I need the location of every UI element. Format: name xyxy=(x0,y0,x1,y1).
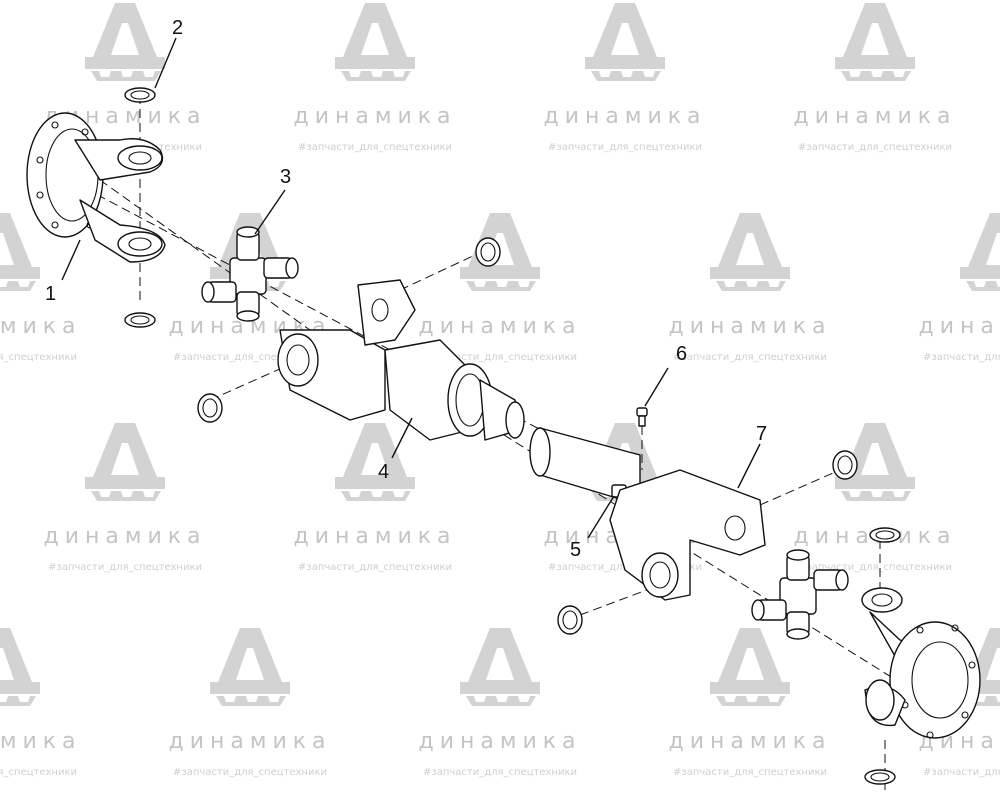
watermark-brand: динамика xyxy=(0,314,82,339)
watermark-tile: динамика #запчасти_для_спецтехники xyxy=(43,423,206,573)
flange-yoke-left xyxy=(26,112,166,263)
brand-logo-gear-icon xyxy=(466,281,536,291)
snap-ring-top xyxy=(124,87,156,103)
callout-7: 7 xyxy=(756,423,767,445)
watermark-tagline: #запчасти_для_спецтехники xyxy=(48,562,202,573)
watermark-tile: динамика #запчасти_для_спецтехники xyxy=(418,628,581,778)
brand-logo-gear-icon xyxy=(341,491,411,501)
callout-layer: 1 2 3 4 5 6 7 xyxy=(45,17,767,561)
watermark-tile: динамика #запчасти_для_спецтехники xyxy=(293,423,456,573)
watermark-tagline: #запчасти_для_спецтехники xyxy=(798,142,952,153)
watermark-tagline: #запчасти_для_спецтехники xyxy=(423,767,577,778)
watermark-tagline: #запчасти_для_спецтехники xyxy=(0,352,77,363)
watermark-brand: динамика xyxy=(168,729,331,754)
watermark-tile: динамика #запчасти_для_спецтехники xyxy=(543,3,706,153)
watermark-brand: динамика xyxy=(668,729,831,754)
snap-ring-right-upper xyxy=(832,450,858,480)
snap-ring-bottom xyxy=(124,312,156,328)
watermark-tile: динамика #запчасти_для_спецтехники xyxy=(418,213,581,363)
callout-3: 3 xyxy=(280,166,291,188)
watermark-tile: динамика #запчасти_для_спецтехники xyxy=(668,628,831,778)
brand-logo-gear-icon xyxy=(591,71,661,81)
callout-1: 1 xyxy=(45,283,56,305)
flange-yoke-right xyxy=(861,587,981,739)
brand-logo-icon xyxy=(335,423,415,489)
watermark-tagline: #запчасти_для_спецтехники xyxy=(0,767,77,778)
universal-joint-cross-right xyxy=(751,549,849,640)
callout-6: 6 xyxy=(676,343,687,365)
watermark-tile: динамика #запчасти_для_спецтехники xyxy=(293,3,456,153)
brand-logo-icon xyxy=(0,628,40,694)
callout-2: 2 xyxy=(172,17,183,39)
watermark-brand: динамика xyxy=(918,314,1000,339)
brand-logo-gear-icon xyxy=(91,71,161,81)
watermark-tile: динамика #запчасти_для_спецтехники xyxy=(168,628,331,778)
snap-ring-right-top xyxy=(869,527,901,543)
watermark-tagline: #запчасти_для_спецтехники xyxy=(923,767,1000,778)
brand-logo-icon xyxy=(460,213,540,279)
brand-logo-gear-icon xyxy=(841,71,911,81)
watermark-tagline: #запчасти_для_спецтехники xyxy=(298,142,452,153)
brand-logo-icon xyxy=(335,3,415,69)
brand-logo-icon xyxy=(710,628,790,694)
brand-logo-icon xyxy=(585,3,665,69)
watermark-tagline: #запчасти_для_спецтехники xyxy=(673,352,827,363)
brand-logo-gear-icon xyxy=(966,281,1000,291)
brand-logo-gear-icon xyxy=(841,491,911,501)
watermark-layer: динамика #запчасти_для_спецтехники динамик… xyxy=(0,3,1000,778)
brand-logo-gear-icon xyxy=(0,696,36,706)
watermark-tagline: #запчасти_для_спецтехники xyxy=(923,352,1000,363)
watermark-tile: динамика #запчасти_для_спецтехники xyxy=(793,3,956,153)
watermark-tagline: #запчасти_для_спецтехники xyxy=(173,352,327,363)
snap-ring-right-bottom xyxy=(864,769,896,785)
brand-logo-icon xyxy=(85,423,165,489)
watermark-tile: динамика #запчасти_для_спецтехники xyxy=(0,628,82,778)
watermark-tile: динамика#запчасти_для_спецтехники xyxy=(793,423,952,573)
callout-4: 4 xyxy=(378,461,389,483)
watermark-brand: динамика xyxy=(0,729,82,754)
snap-ring-mid-lower xyxy=(197,393,223,423)
brand-logo-gear-icon xyxy=(466,696,536,706)
watermark-brand: динамика xyxy=(418,314,581,339)
watermark-tagline: #запчасти_для_спецтехники xyxy=(423,352,577,363)
brand-logo-icon xyxy=(0,213,40,279)
brand-logo-gear-icon xyxy=(716,281,786,291)
brand-logo-icon xyxy=(85,3,165,69)
watermark-brand: динамика xyxy=(543,104,706,129)
watermark-tagline: #запчасти_для_спецтехники xyxy=(798,562,952,573)
tube-yoke-right xyxy=(609,469,766,601)
brand-logo-icon xyxy=(835,3,915,69)
brand-logo-gear-icon xyxy=(216,696,286,706)
assembly-axes xyxy=(59,95,961,790)
brand-logo-gear-icon xyxy=(91,491,161,501)
snap-ring-right-lower xyxy=(557,605,583,635)
universal-joint-cross-left xyxy=(201,226,299,322)
brand-logo-gear-icon xyxy=(341,71,411,81)
callout-5: 5 xyxy=(570,539,581,561)
watermark-tile: динамика #запчасти_для_спецтехники xyxy=(918,213,1000,363)
watermark-brand: динамика xyxy=(293,104,456,129)
watermark-tagline: #запчасти_для_спецтехники xyxy=(548,142,702,153)
watermark-brand: динамика xyxy=(668,314,831,339)
watermark-tile: динамика #запчасти_для_спецтехники xyxy=(668,213,831,363)
snap-ring-mid-upper xyxy=(475,237,501,267)
brand-logo-icon xyxy=(960,213,1000,279)
grease-fitting xyxy=(636,407,648,427)
watermark-tile: динамика #запчасти_для_спецтехники xyxy=(0,213,82,363)
brand-logo-icon xyxy=(460,628,540,694)
brand-logo-gear-icon xyxy=(0,281,36,291)
brand-logo-gear-icon xyxy=(716,696,786,706)
watermark-brand: динамика xyxy=(418,729,581,754)
watermark-tagline: #запчасти_для_спецтехники xyxy=(298,562,452,573)
watermark-brand: динамика xyxy=(793,104,956,129)
brand-logo-icon xyxy=(710,213,790,279)
watermark-tagline: #запчасти_для_спецтехники xyxy=(173,767,327,778)
slip-yoke-shaft xyxy=(277,279,525,441)
watermark-brand: динамика xyxy=(293,524,456,549)
brand-logo-icon xyxy=(210,628,290,694)
watermark-tagline: #запчасти_для_спецтехники xyxy=(673,767,827,778)
watermark-brand: динамика xyxy=(43,524,206,549)
